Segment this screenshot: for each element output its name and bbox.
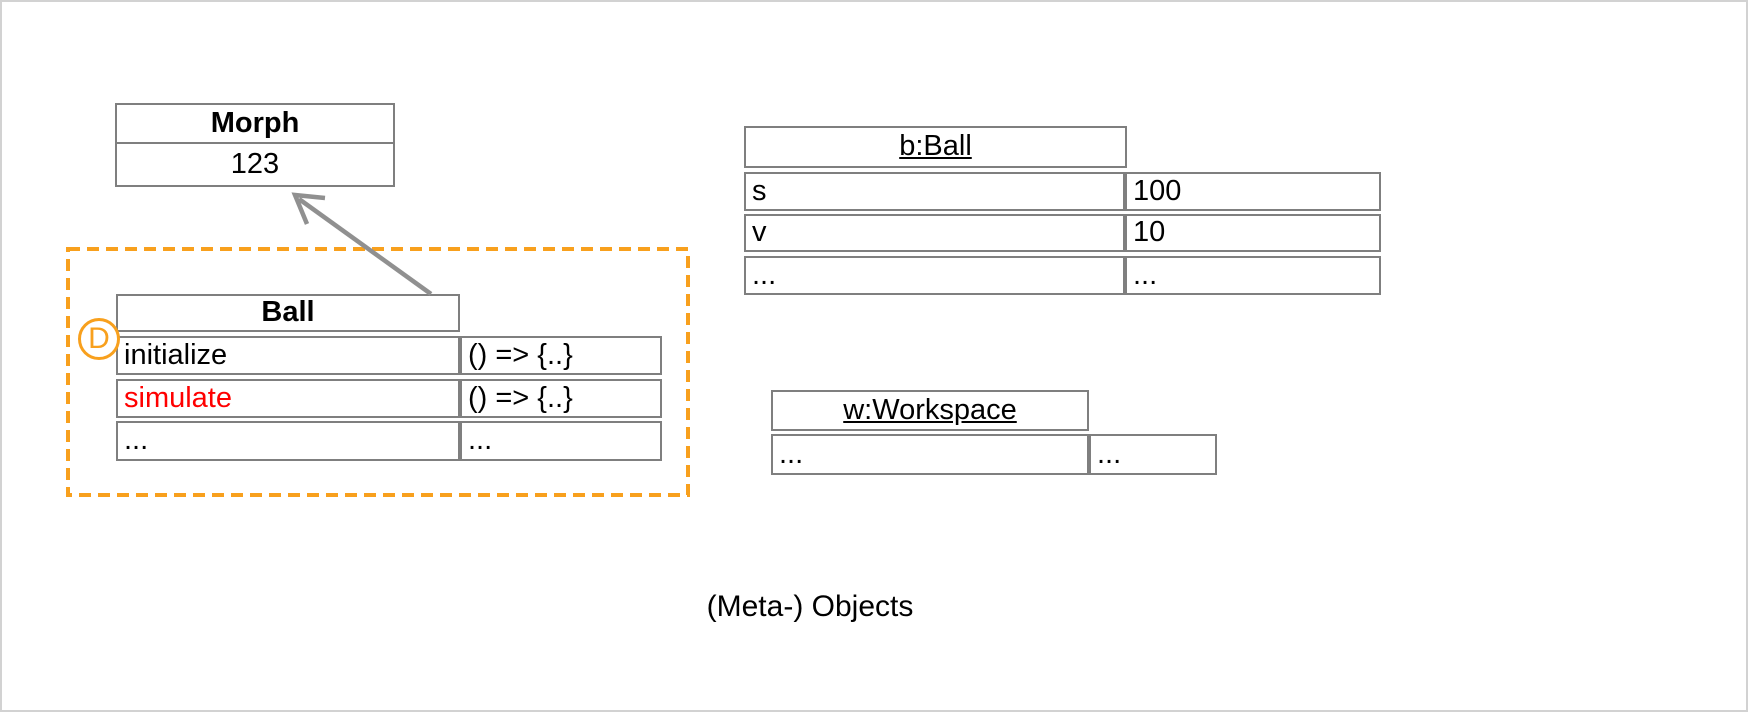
morph-class-field-value: 123 bbox=[115, 142, 395, 187]
b-ball-object-title: b:Ball bbox=[744, 126, 1127, 168]
ball-class-title: Ball bbox=[116, 294, 460, 332]
morph-class-title: Morph bbox=[115, 103, 395, 144]
ball-method-value-ellipsis: ... bbox=[460, 421, 662, 461]
caption: (Meta-) Objects bbox=[706, 590, 914, 623]
ball-method-name: initialize bbox=[116, 336, 460, 375]
b-ball-field-value: 10 bbox=[1125, 214, 1381, 252]
b-ball-field-value: 100 bbox=[1125, 172, 1381, 211]
w-workspace-field-name-ellipsis: ... bbox=[771, 434, 1089, 475]
w-workspace-field-value-ellipsis: ... bbox=[1089, 434, 1217, 475]
ball-method-value: () => {..} bbox=[460, 336, 662, 375]
b-ball-field-name: v bbox=[744, 214, 1125, 252]
ball-method-name-ellipsis: ... bbox=[116, 421, 460, 461]
b-ball-field-name: s bbox=[744, 172, 1125, 211]
d-marker-label: D bbox=[88, 322, 110, 355]
b-ball-field-name-ellipsis: ... bbox=[744, 256, 1125, 295]
b-ball-field-value-ellipsis: ... bbox=[1125, 256, 1381, 295]
w-workspace-object-title: w:Workspace bbox=[771, 390, 1089, 431]
d-marker-badge: D bbox=[78, 318, 120, 360]
ball-method-value: () => {..} bbox=[460, 379, 662, 418]
ball-method-name-highlighted: simulate bbox=[116, 379, 460, 418]
